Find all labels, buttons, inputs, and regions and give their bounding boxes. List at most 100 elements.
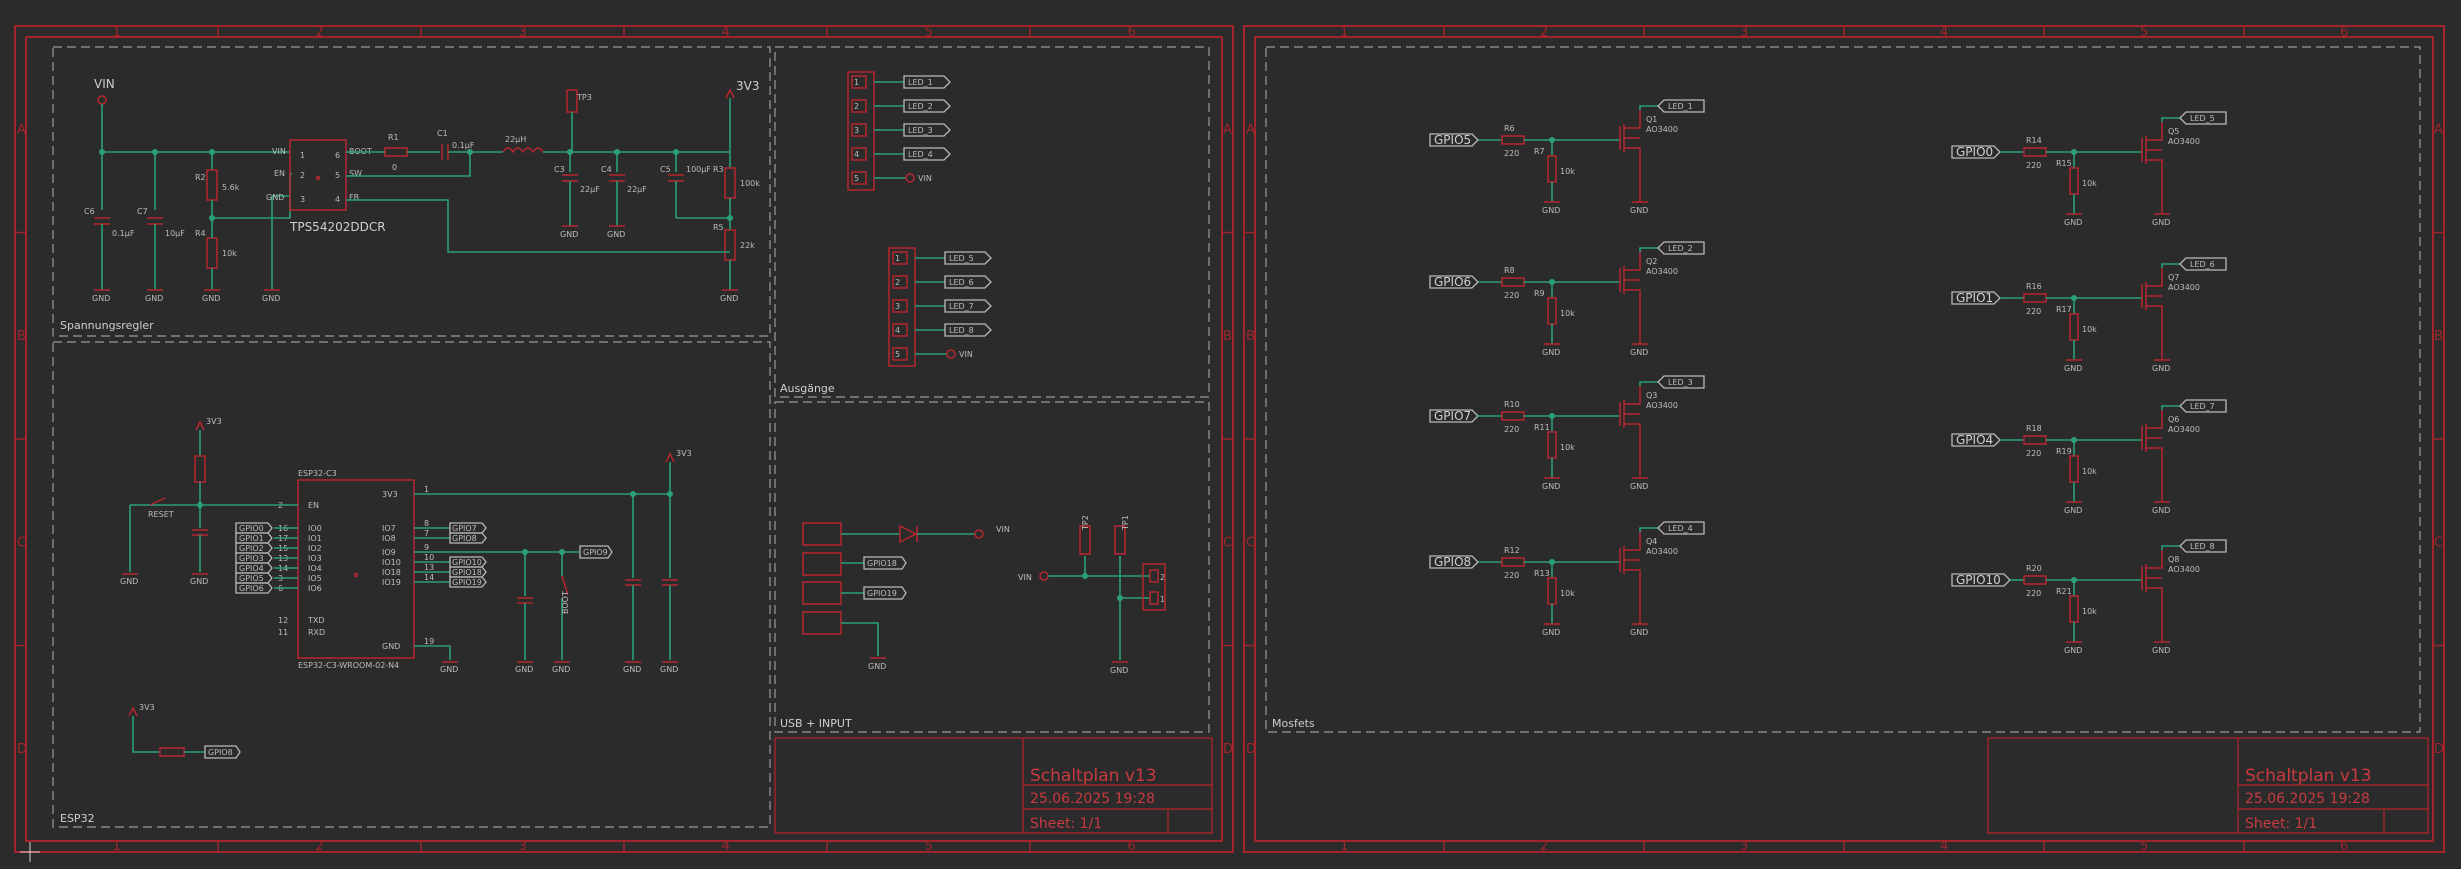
esp-pin-io6: IO6 bbox=[308, 584, 322, 593]
mosfet-q1-label: Q1 bbox=[1646, 115, 1657, 124]
title-block-right: Schaltplan v13 25.06.2025 19:28 Sheet: 1… bbox=[1987, 737, 2429, 834]
usb-vin-label-2: VIN bbox=[1018, 573, 1032, 582]
zone-row-B-right: B bbox=[1223, 329, 1232, 344]
zone-col-4: 4 bbox=[1940, 25, 1948, 40]
conn1-net-led_4: LED_4 bbox=[908, 150, 933, 159]
cap-c6-label: C6 bbox=[84, 207, 95, 216]
regulator-ic[interactable] bbox=[289, 139, 347, 211]
conn2-net-led_8: LED_8 bbox=[949, 326, 974, 335]
tp1-label: TP1 bbox=[1121, 515, 1130, 531]
esp-pin-io1: IO1 bbox=[308, 534, 322, 543]
led-flag-led_2: LED_2 bbox=[1668, 244, 1693, 253]
led-flag-led_7: LED_7 bbox=[2190, 402, 2215, 411]
gpio-flag-gpio5: GPIO5 bbox=[1434, 133, 1471, 147]
res-r12-value: 220 bbox=[1504, 571, 1519, 580]
res-r10-value: 220 bbox=[1504, 425, 1519, 434]
sheet-right-frame bbox=[1243, 25, 2445, 853]
gnd-reg-5: GND bbox=[607, 230, 625, 239]
gnd-usb-0: GND bbox=[868, 662, 886, 671]
zone-row-C-right: C bbox=[2434, 535, 2443, 550]
conn2-pin-5: 5 bbox=[895, 350, 900, 359]
res-r7-value: 10k bbox=[1560, 167, 1575, 176]
res-r8-value: 220 bbox=[1504, 291, 1519, 300]
title-block-left: Schaltplan v13 25.06.2025 19:28 Sheet: 1… bbox=[774, 737, 1213, 834]
zone-col-5: 5 bbox=[2140, 25, 2148, 40]
conn2-pin-4: 4 bbox=[895, 326, 900, 335]
esp-flag-right-gpio10: GPIO10 bbox=[452, 558, 482, 567]
gnd-q7: GND bbox=[2152, 364, 2170, 373]
zone-col-3-bottom: 3 bbox=[519, 839, 527, 854]
esp32-circuit[interactable]: ESP32-C3 ESP32-C3-WROOM-02-N4 EN2IO016IO… bbox=[120, 417, 692, 759]
sheet-text: Sheet: 1/1 bbox=[1030, 816, 1102, 832]
res-r19-value: 10k bbox=[2082, 467, 2097, 476]
mosfet-q2-label: Q2 bbox=[1646, 257, 1657, 266]
zone-row-D-right: D bbox=[2434, 742, 2444, 757]
gnd-r13: GND bbox=[1542, 628, 1560, 637]
esp-flag-gpio3: GPIO3 bbox=[239, 554, 264, 563]
zone-col-2-bottom: 2 bbox=[316, 839, 324, 854]
res-r15-value: 10k bbox=[2082, 179, 2097, 188]
esp-pin-en: EN bbox=[308, 501, 319, 510]
cap-out1-value: 22µF bbox=[580, 185, 600, 194]
cap-out2-value: 22µF bbox=[627, 185, 647, 194]
gnd-q3: GND bbox=[1630, 482, 1648, 491]
section-box-esp32 bbox=[52, 341, 771, 828]
esp-pin-num-left-8: 12 bbox=[278, 616, 288, 625]
gnd-esp-2: GND bbox=[440, 665, 458, 674]
v3-label-esp-3: 3V3 bbox=[139, 703, 155, 712]
mosfet-q5-type: AO3400 bbox=[2168, 137, 2200, 146]
res-r21-label: R21 bbox=[2056, 587, 2072, 596]
gnd-esp-3: GND bbox=[515, 665, 533, 674]
esp-pin-io2: IO2 bbox=[308, 544, 322, 553]
v3-label-esp-2: 3V3 bbox=[676, 449, 692, 458]
sheet-text-2: Sheet: 1/1 bbox=[2245, 816, 2317, 832]
zone-col-3: 3 bbox=[519, 25, 527, 40]
svg-text:2: 2 bbox=[300, 171, 305, 180]
esp-pin-txd: TXD bbox=[307, 616, 325, 625]
zone-col-1: 1 bbox=[1340, 25, 1348, 40]
res-r19-label: R19 bbox=[2056, 447, 2072, 456]
esp-flag-right-gpio7: GPIO7 bbox=[452, 524, 477, 533]
zone-col-1: 1 bbox=[113, 25, 121, 40]
cap-c1-label: C1 bbox=[437, 129, 448, 138]
zone-col-4-bottom: 4 bbox=[722, 839, 730, 854]
date-text-2: 25.06.2025 19:28 bbox=[2245, 791, 2370, 807]
svg-text:3: 3 bbox=[300, 195, 305, 204]
led-flag-led_4: LED_4 bbox=[1668, 524, 1693, 533]
esp-pin-num-left-9: 11 bbox=[278, 628, 288, 637]
res-r12-label: R12 bbox=[1504, 546, 1520, 555]
boot-label: BOOT bbox=[561, 591, 570, 614]
zone-row-B: B bbox=[1246, 329, 1255, 344]
usb-gpio19-flag: GPIO19 bbox=[867, 589, 897, 598]
gnd-esp-6: GND bbox=[660, 665, 678, 674]
date-text: 25.06.2025 19:28 bbox=[1030, 791, 1155, 807]
gpio-flag-gpio0: GPIO0 bbox=[1956, 145, 1993, 159]
zone-row-A-right: A bbox=[1223, 122, 1232, 137]
inductor-value: 22µH bbox=[505, 135, 526, 144]
reset-label: RESET bbox=[148, 510, 174, 519]
mosfet-q3-label: Q3 bbox=[1646, 391, 1657, 400]
gnd-q6: GND bbox=[2152, 506, 2170, 515]
zone-col-6: 6 bbox=[2340, 25, 2348, 40]
esp-pin-num-right-1: 8 bbox=[424, 519, 429, 528]
gnd-esp-0: GND bbox=[120, 577, 138, 586]
conn1-pin-4: 4 bbox=[854, 150, 859, 159]
svg-text:5: 5 bbox=[335, 171, 340, 180]
conn1-pin-1: 1 bbox=[854, 78, 859, 87]
led-flag-led_1: LED_1 bbox=[1668, 102, 1693, 111]
gnd-r9: GND bbox=[1542, 348, 1560, 357]
esp32-module[interactable] bbox=[297, 479, 415, 659]
